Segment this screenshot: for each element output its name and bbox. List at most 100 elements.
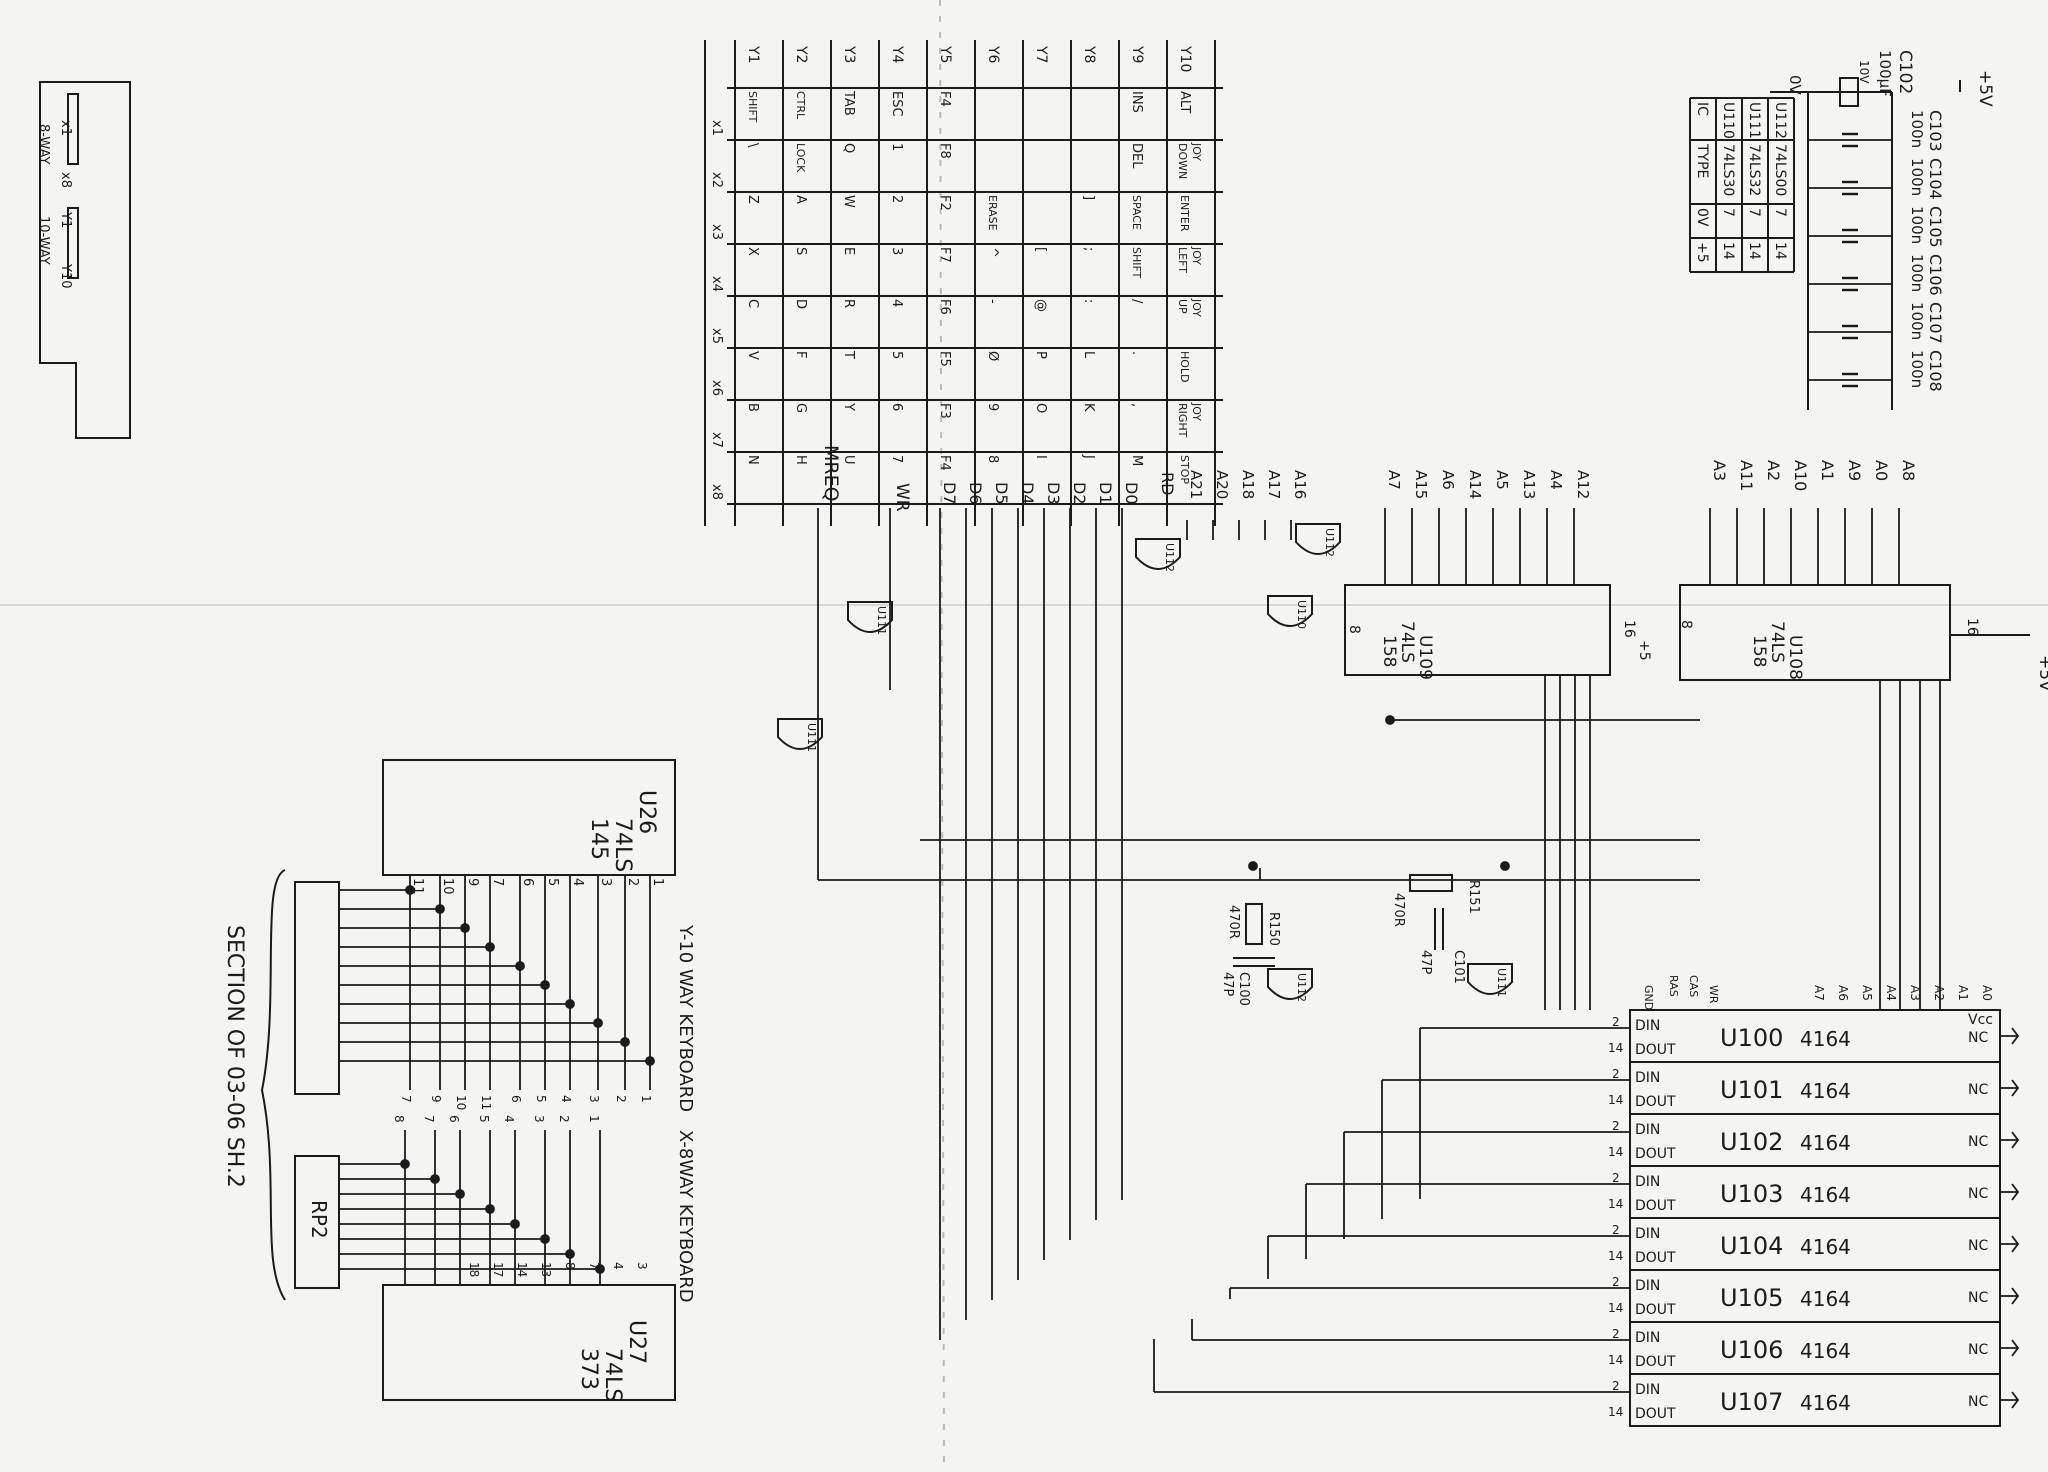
junction-dot xyxy=(645,1056,655,1066)
matrix-key: F3 xyxy=(937,403,952,419)
section-label: SECTION OF 03-06 SH.2 xyxy=(222,925,247,1188)
signal-rd: RD xyxy=(1158,472,1177,495)
dram-pin14: 14 xyxy=(1608,1041,1623,1055)
table-header: 0V xyxy=(1694,208,1710,227)
conn-y10: Y10 xyxy=(58,263,73,288)
rp2-label: RP2 xyxy=(307,1200,331,1239)
signal-data: D3 xyxy=(1044,482,1063,505)
u108-pin8: 8 xyxy=(1678,620,1694,629)
dram-ras: RAS xyxy=(1667,975,1680,997)
matrix-key: 6 xyxy=(889,403,904,411)
signal-u109-addr: A12 xyxy=(1574,470,1592,499)
conn-8way: 8-WAY xyxy=(36,124,51,164)
matrix-key: SHIFT xyxy=(1130,247,1143,279)
matrix-key: F7 xyxy=(937,247,952,263)
c102-value: 100µF xyxy=(1876,50,1894,97)
dram-addr-label: A6 xyxy=(1836,985,1850,1001)
table-cell: 7 xyxy=(1746,208,1762,217)
bus-signal-wires xyxy=(817,508,1941,1340)
x-bus-pin-label: 5 xyxy=(477,1115,491,1123)
matrix-key: Ø xyxy=(985,351,1000,361)
matrix-key: 5 xyxy=(889,351,904,359)
rp2-block xyxy=(294,1155,340,1289)
matrix-key: X xyxy=(745,247,760,256)
matrix-key: Z xyxy=(745,195,760,204)
y-bus-pin-label: 1 xyxy=(639,1095,653,1103)
matrix-key: J xyxy=(1081,454,1096,459)
signal-data: D7 xyxy=(940,482,959,505)
r151-val: 470R xyxy=(1391,893,1406,927)
matrix-key: 8 xyxy=(985,455,1000,463)
matrix-key: 9 xyxy=(985,403,1000,411)
matrix-key: SPACE xyxy=(1130,195,1143,230)
dram-dout: DOUT xyxy=(1635,1094,1676,1110)
cap-value: 100n xyxy=(1908,110,1926,148)
dram-din: DIN xyxy=(1635,1122,1660,1138)
matrix-col-header: x7 xyxy=(709,432,724,448)
x-keyboard-label: X-8WAY KEYBOARD xyxy=(675,1130,696,1303)
matrix-key: T xyxy=(841,350,856,359)
dram-din: DIN xyxy=(1635,1382,1660,1398)
matrix-key: \ xyxy=(745,143,760,148)
matrix-col-header: x2 xyxy=(709,172,724,188)
keyboard-bus-wires xyxy=(339,875,655,1285)
matrix-key: 1 xyxy=(889,143,904,151)
dram-pin2: 2 xyxy=(1612,1067,1620,1081)
dram-pin2: 2 xyxy=(1612,1275,1620,1289)
y-bus-pin-label: 6 xyxy=(509,1095,523,1103)
matrix-row-label: Y7 xyxy=(1033,45,1049,63)
matrix-row-label: Y3 xyxy=(841,45,857,63)
matrix-key: JOY xyxy=(1190,402,1203,421)
r150-ref: R150 xyxy=(1266,912,1281,946)
matrix-key: F2 xyxy=(937,195,952,211)
u26-pin-label: 5 xyxy=(545,878,560,886)
matrix-col-header: x4 xyxy=(709,276,724,292)
junction-dot xyxy=(400,1159,410,1169)
gate-ref: U111 xyxy=(875,606,888,635)
y-bus-pin-label: 10 xyxy=(454,1095,468,1110)
signal-u108-addr: A3 xyxy=(1710,460,1729,481)
u26-pin-label: 10 xyxy=(440,878,455,895)
dram-ref: U102 xyxy=(1720,1128,1783,1156)
dram-din: DIN xyxy=(1635,1226,1660,1242)
signal-data: D1 xyxy=(1096,482,1115,505)
y-connector-block xyxy=(294,881,340,1095)
matrix-key: K xyxy=(1081,403,1096,412)
cap-ref: C105 xyxy=(1926,206,1945,248)
matrix-key: ENTER xyxy=(1178,195,1191,232)
junction-dot xyxy=(455,1189,465,1199)
signal-u108-addr: A9 xyxy=(1845,460,1864,481)
conn-y1: Y1 xyxy=(58,211,73,228)
junction-dot xyxy=(540,1234,550,1244)
cap-ref: C106 xyxy=(1926,254,1945,296)
junction-dot xyxy=(1385,715,1395,725)
conn-x1: x1 xyxy=(58,120,73,136)
x-bus-pin-label: 1 xyxy=(587,1115,601,1123)
matrix-key: TAB xyxy=(841,90,856,116)
matrix-key: O xyxy=(1033,403,1048,413)
section-brace xyxy=(260,869,286,1301)
dram-nc: NC xyxy=(1968,1082,1988,1098)
y-bus-pin-label: 2 xyxy=(614,1095,628,1103)
ic-power-table: ICTYPE0V+5U11074LS30714U11174LS32714U112… xyxy=(1689,97,1795,273)
signal-u108-addr: A10 xyxy=(1791,460,1810,491)
c101-ref: C101 xyxy=(1451,950,1466,984)
u108-type: 74LS xyxy=(1767,621,1787,663)
u108-mux: U108 74LS 158 16 +5V 8 xyxy=(1678,584,2048,692)
matrix-key: 4 xyxy=(889,299,904,307)
junction-dot xyxy=(435,904,445,914)
y-keyboard-label: Y-10 WAY KEYBOARD xyxy=(675,924,696,1112)
matrix-key: @ xyxy=(1033,299,1048,312)
matrix-key: H xyxy=(793,455,808,465)
junction-dot xyxy=(620,1037,630,1047)
signal-addr-hi: A21 xyxy=(1187,470,1205,499)
signal-addr-hi: A17 xyxy=(1265,470,1283,499)
matrix-key: C xyxy=(745,299,760,308)
